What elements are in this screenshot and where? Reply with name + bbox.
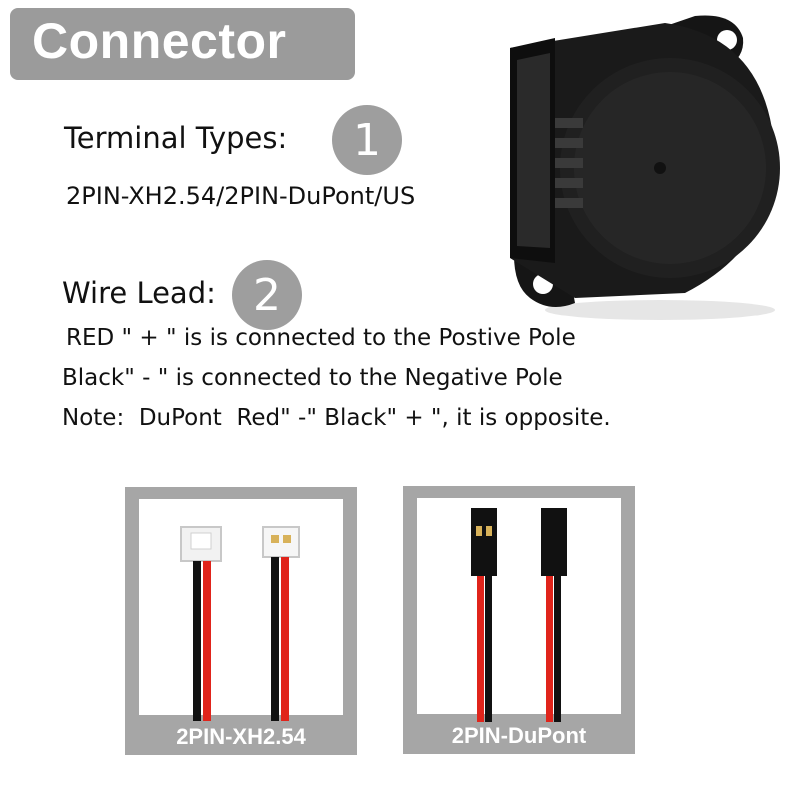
connector-panel-xh254: 2PIN-XH2.54: [125, 487, 357, 755]
step-badge-1: 1: [332, 105, 402, 175]
panel-label-dupont: 2PIN-DuPont: [451, 723, 587, 748]
connector-panel-image: [139, 499, 343, 715]
terminal-types-heading: Terminal Types:: [64, 121, 288, 155]
connector-panel-dupont: 2PIN-DuPont: [403, 486, 635, 754]
title-banner: Connector: [10, 8, 355, 80]
wire-line-black: Black" - " is connected to the Negative …: [62, 365, 563, 391]
xh254-connector-icon: [180, 526, 300, 721]
connector-panel-image: [417, 498, 621, 714]
terminal-types-list: 2PIN-XH2.54/2PIN-DuPont/US: [66, 182, 416, 210]
wire-lead-heading: Wire Lead:: [62, 276, 216, 310]
panel-label-xh254: 2PIN-XH2.54: [176, 724, 306, 749]
wire-line-red: RED " + " is is connected to the Postive…: [66, 325, 576, 351]
blower-fan-image: [495, 8, 785, 323]
step-badge-2: 2: [232, 260, 302, 330]
blower-fan-icon: [510, 15, 780, 320]
page-title: Connector: [32, 13, 287, 69]
dupont-connector-icon: [471, 508, 567, 722]
wire-line-note: Note: DuPont Red" -" Black" + ", it is o…: [62, 405, 611, 431]
